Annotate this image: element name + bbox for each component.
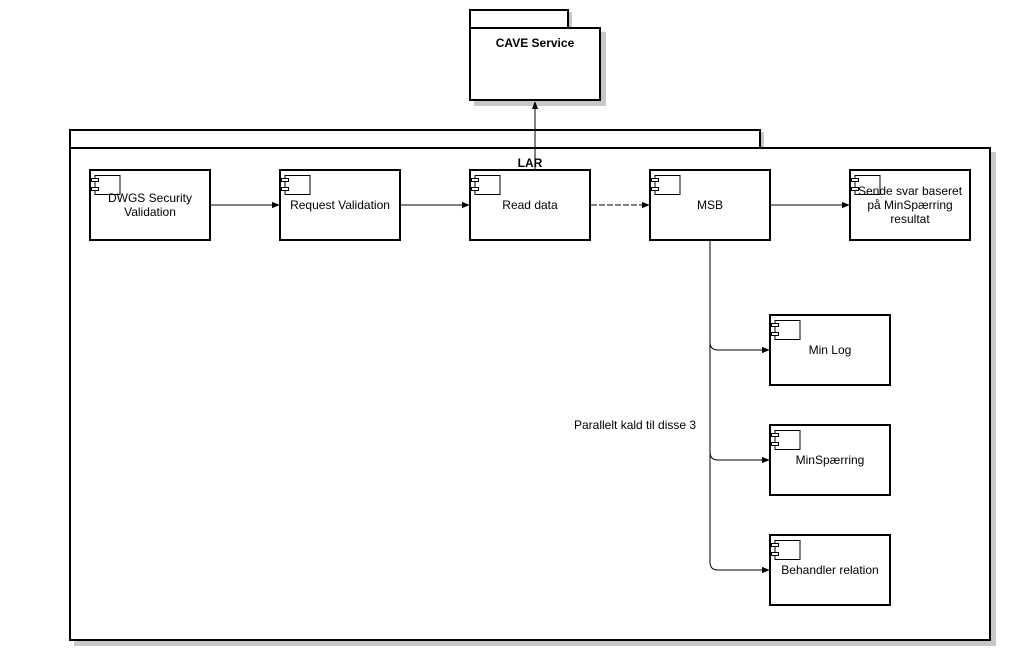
component-min-spaerring[interactable]: MinSpærring <box>769 424 891 496</box>
component-icon <box>771 540 801 560</box>
component-icon <box>471 175 501 195</box>
component-msb[interactable]: MSB <box>649 169 771 241</box>
lar-title: LAR <box>517 156 543 170</box>
component-icon <box>851 175 881 195</box>
component-label: DWGS Security Validation <box>107 191 192 219</box>
component-icon <box>91 175 121 195</box>
component-read-data[interactable]: Read data <box>469 169 591 241</box>
component-behandler-relation[interactable]: Behandler relation <box>769 534 891 606</box>
component-dwgs-security-validation[interactable]: DWGS Security Validation <box>89 169 211 241</box>
arrow-msb-to-minlog <box>709 241 770 354</box>
component-label: Request Validation <box>290 198 390 212</box>
component-label: MSB <box>696 198 723 212</box>
component-label: Read data <box>502 198 558 212</box>
component-icon <box>281 175 311 195</box>
component-label: MinSpærring <box>795 453 865 467</box>
component-label: Min Log <box>808 343 852 357</box>
cave-service-package[interactable]: CAVE Service <box>469 27 601 101</box>
component-min-log[interactable]: Min Log <box>769 314 891 386</box>
component-label: Behandler relation <box>781 563 879 577</box>
parallel-call-annotation: Parallelt kald til disse 3 <box>574 418 697 432</box>
component-icon <box>651 175 681 195</box>
component-label: Sende svar baseret på MinSpærring result… <box>857 184 963 226</box>
arrow-msb-to-behandler <box>709 241 770 574</box>
component-sende-svar[interactable]: Sende svar baseret på MinSpærring result… <box>849 169 971 241</box>
cave-service-title: CAVE Service <box>495 36 575 50</box>
component-icon <box>771 320 801 340</box>
component-request-validation[interactable]: Request Validation <box>279 169 401 241</box>
component-icon <box>771 430 801 450</box>
